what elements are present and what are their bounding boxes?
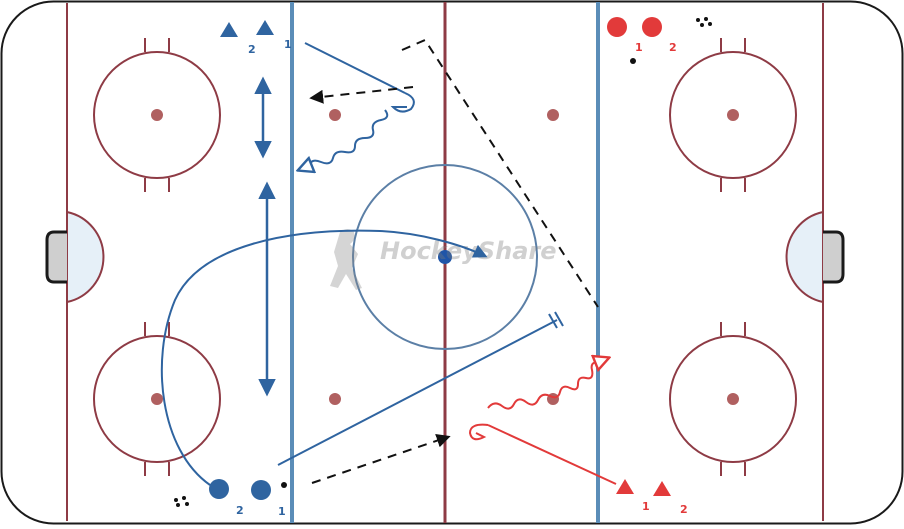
blue-skate-to-stop xyxy=(277,319,558,466)
goal-crease-left xyxy=(66,210,105,304)
faceoff-circle-bottom-left xyxy=(93,322,221,476)
blue-curve-skate-path xyxy=(160,229,488,486)
stop-mark xyxy=(548,313,558,329)
center-dot xyxy=(438,250,452,264)
player-red-circle xyxy=(642,17,662,37)
puck-icon xyxy=(630,58,636,64)
net-icon xyxy=(45,230,67,284)
pass-route-long xyxy=(401,38,599,308)
player-blue-circle xyxy=(209,479,229,499)
blue-skate-path-diagonal xyxy=(304,42,406,94)
net-icon xyxy=(823,230,845,284)
player-red-triangle xyxy=(653,481,671,496)
faceoff-circle-top-left xyxy=(93,38,221,192)
player-blue-circle xyxy=(251,480,271,500)
stop-mark xyxy=(554,311,564,327)
red-loop-turn xyxy=(468,423,489,441)
player-red-triangle xyxy=(616,479,634,494)
puck-icon xyxy=(281,482,287,488)
player-blue-triangle xyxy=(220,22,238,37)
faceoff-dot xyxy=(151,109,163,121)
player-blue-triangle-label: 2 xyxy=(248,43,256,56)
player-blue-circle-label: 1 xyxy=(278,505,286,518)
pass-route-bottom xyxy=(311,433,451,484)
player-blue-circle-label: 2 xyxy=(236,504,244,517)
faceoff-dot xyxy=(727,393,739,405)
red-stickhandle-path xyxy=(487,358,608,410)
player-red-circle-label: 1 xyxy=(635,41,643,54)
player-red-circle-label: 2 xyxy=(669,41,677,54)
faceoff-circle-top-right xyxy=(669,38,797,192)
center-circle xyxy=(352,164,538,350)
red-skate-path xyxy=(487,424,617,485)
player-red-triangle-label: 2 xyxy=(680,503,688,516)
faceoff-circle-bottom-right xyxy=(669,322,797,476)
player-silhouette-icon xyxy=(330,229,362,290)
neutral-zone-dot xyxy=(329,109,341,121)
player-blue-triangle-label: 1 xyxy=(284,38,292,51)
neutral-zone-dot xyxy=(329,393,341,405)
player-red-triangle-label: 1 xyxy=(642,500,650,513)
blue-loop-turn xyxy=(390,92,415,113)
neutral-zone-dot xyxy=(547,109,559,121)
pass-route-top xyxy=(309,86,414,104)
watermark-logo: HockeyShare xyxy=(330,229,557,290)
player-red-circle xyxy=(607,17,627,37)
blue-stickhandle-path xyxy=(299,109,389,170)
puck-pile-icon xyxy=(174,496,189,507)
puck-pile-icon xyxy=(696,17,712,27)
faceoff-dot xyxy=(151,393,163,405)
goal-crease-right xyxy=(785,210,824,304)
faceoff-dot xyxy=(727,109,739,121)
player-blue-triangle xyxy=(256,20,274,35)
watermark-text: HockeyShare xyxy=(380,237,557,265)
